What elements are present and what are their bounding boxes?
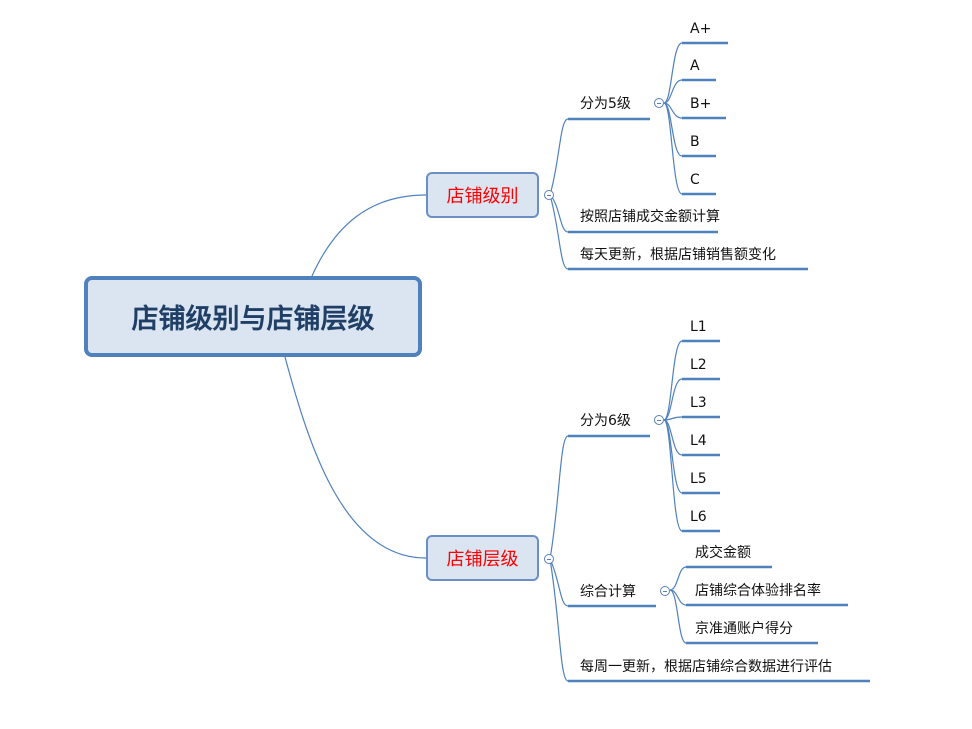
branch-to-subtopic-line [549,118,569,196]
leaf-factor[interactable]: 店铺综合体验排名率 [695,583,821,599]
subtopic-to-leaf-line [663,378,683,421]
leaf-grade[interactable]: A+ [690,21,712,37]
leaf-tier[interactable]: L1 [690,319,707,335]
subtopic-composite-calc[interactable]: 综合计算 [580,584,636,600]
subtopic-five-levels[interactable]: 分为5级 [580,96,631,112]
subtopic-to-leaf-line [663,102,683,195]
subtopic-to-leaf-line [663,42,683,104]
branch-node-shop-tier[interactable]: 店铺层级 [426,535,539,581]
collapse-toggle-icon[interactable] [544,554,554,564]
leaf-tier[interactable]: L3 [690,395,707,411]
branch-to-subtopic-line [549,558,569,607]
branch-to-subtopic-line [549,194,569,270]
leaf-tier[interactable]: L5 [690,471,707,487]
root-to-branch-line [311,194,427,277]
leaf-grade[interactable]: A [690,58,700,74]
subtopic-six-levels[interactable]: 分为6级 [580,413,631,429]
subtopic-to-leaf-line [663,419,683,532]
leaf-grade[interactable]: B+ [690,96,712,112]
subtopic-calc-by-sales[interactable]: 按照店铺成交金额计算 [580,209,720,225]
branch-node-shop-grade[interactable]: 店铺级别 [426,172,539,218]
leaf-grade[interactable]: C [690,172,700,188]
branch-to-subtopic-line [549,435,569,560]
leaf-tier[interactable]: L6 [690,509,707,525]
subtopic-to-leaf-line [669,589,687,644]
subtopic-daily-update[interactable]: 每天更新，根据店铺销售额变化 [580,247,776,263]
root-to-branch-line [284,356,427,559]
leaf-grade[interactable]: B [690,134,700,150]
leaf-tier[interactable]: L4 [690,433,707,449]
branch-to-subtopic-line [549,558,569,682]
collapse-toggle-icon[interactable] [660,586,670,596]
collapse-toggle-icon[interactable] [654,98,664,108]
leaf-factor[interactable]: 京准通账户得分 [695,621,793,637]
subtopic-to-leaf-line [669,566,687,591]
subtopic-weekly-update[interactable]: 每周一更新，根据店铺综合数据进行评估 [580,659,832,675]
collapse-toggle-icon[interactable] [544,190,554,200]
collapse-toggle-icon[interactable] [654,415,664,425]
subtopic-to-leaf-line [663,79,683,104]
subtopic-to-leaf-line [663,416,683,421]
leaf-tier[interactable]: L2 [690,357,707,373]
leaf-factor[interactable]: 成交金额 [695,545,751,561]
branch-to-subtopic-line [549,194,569,233]
root-node[interactable]: 店铺级别与店铺层级 [84,276,422,357]
